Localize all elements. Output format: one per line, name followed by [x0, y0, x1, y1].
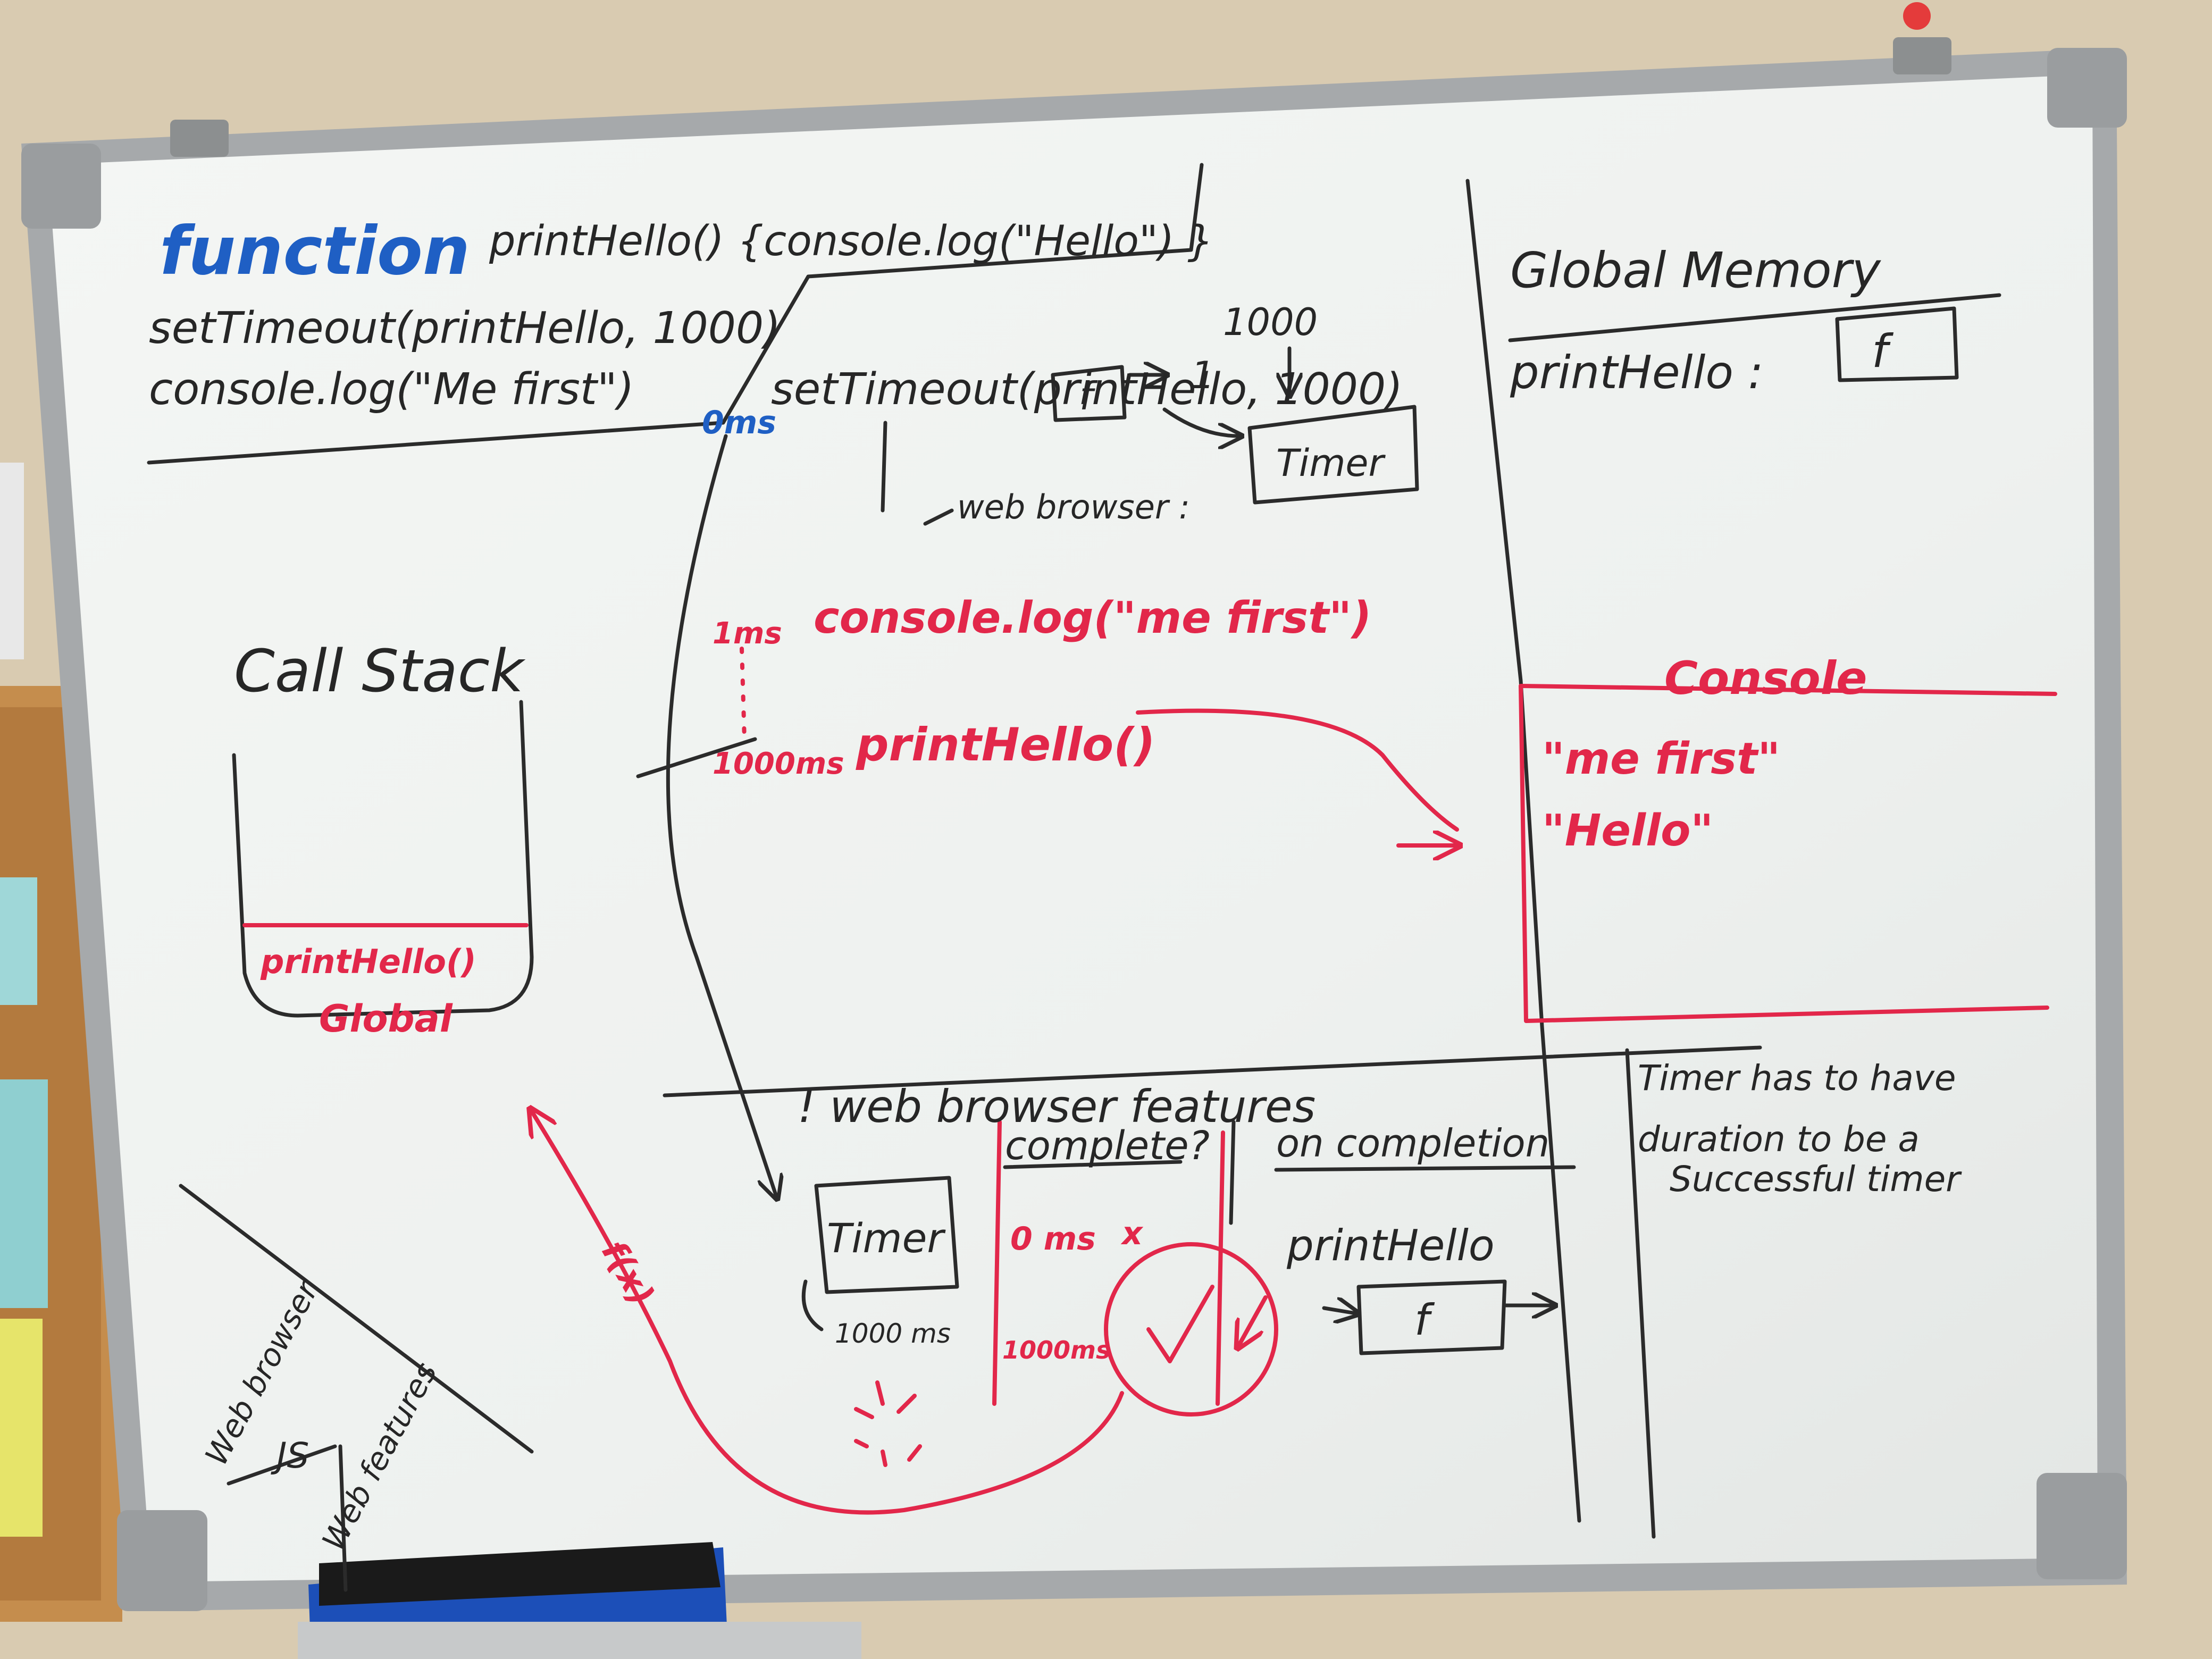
- call-stack-global-frame: Global: [319, 997, 453, 1041]
- features-red-divider: [992, 1120, 1002, 1406]
- features-timer-box: [814, 1176, 959, 1294]
- wall-switch: [0, 463, 24, 659]
- memory-title: Global Memory: [1510, 242, 1881, 299]
- callback-to-callstack-arrow: [532, 1111, 1124, 1515]
- memory-entry-label: printHello :: [1510, 346, 1763, 399]
- code-line-2: setTimeout(printHello, 1000): [149, 303, 781, 354]
- memory-divider-line: [1465, 179, 1581, 1523]
- exec-time-1000ms: 1000ms: [713, 747, 844, 781]
- corner-js-label: JS: [271, 1435, 309, 1476]
- features-timer-ms: 1000 ms: [835, 1318, 951, 1349]
- exec-arg-1: 1: [1191, 354, 1215, 397]
- marker-tray: [298, 1622, 861, 1659]
- sticky-note: [0, 1079, 48, 1308]
- timer-ding-icon: [854, 1380, 922, 1467]
- features-divider-line: [663, 1045, 1762, 1097]
- console-title: Console: [1664, 652, 1867, 705]
- frame-clip: [170, 120, 229, 157]
- call-stack-top-frame: printHello(): [260, 942, 476, 981]
- exec-f-box: [1051, 365, 1127, 422]
- completion-circle: [1104, 1242, 1278, 1417]
- console-box-border: [1519, 684, 2049, 1023]
- exec-timer-box: [1247, 405, 1419, 505]
- exec-settimeout-call: setTimeout(printHello, 1000): [771, 364, 1403, 415]
- exec-time-0ms: 0ms: [702, 404, 776, 441]
- sticky-note: [0, 1319, 43, 1537]
- note-line-2: duration to be a: [1638, 1119, 1920, 1160]
- features-title: ! web browser features: [798, 1080, 1316, 1133]
- board-surface: [48, 74, 2098, 1582]
- console-top-border: [1519, 684, 2057, 696]
- exec-timer-label: Timer: [1276, 441, 1386, 485]
- frame-clip: [1893, 37, 1951, 74]
- features-on-completion-header: on completion: [1276, 1121, 1549, 1166]
- exec-web-browser-label: web browser :: [957, 488, 1190, 526]
- checkmark-icon: [1146, 1285, 1214, 1363]
- red-pin: [1903, 2, 1931, 30]
- console-line-1: "me first": [1542, 734, 1780, 784]
- features-row1-mark: x: [1120, 1215, 1144, 1252]
- code-line-1: printHello() {console.log("Hello") }: [489, 217, 1214, 265]
- features-row1-time: 0 ms: [1010, 1220, 1096, 1258]
- code-keyword: function: [160, 213, 470, 290]
- features-on-completion-fn: printHello: [1286, 1221, 1495, 1270]
- call-stack-container: [232, 700, 534, 1018]
- corner-diagonal: [179, 1184, 534, 1454]
- features-timer-label: Timer: [827, 1214, 946, 1262]
- features-row2-time: 1000ms: [1002, 1336, 1110, 1364]
- memory-underline: [1508, 293, 2001, 342]
- note-line-3: Successful timer: [1670, 1159, 1962, 1200]
- note-divider-line: [1625, 1048, 1656, 1539]
- code-line-3: console.log("Me first"): [149, 364, 634, 415]
- exec-console-log-call: console.log("me first"): [814, 593, 1371, 643]
- console-line-2: "Hello": [1542, 806, 1713, 856]
- features-complete-header: complete?: [1005, 1123, 1210, 1169]
- exec-arg-1000: 1000: [1223, 300, 1318, 344]
- exec-time-1ms: 1ms: [713, 616, 782, 651]
- completion-f-box: [1356, 1279, 1507, 1355]
- exec-print-hello-call: printHello(): [856, 718, 1155, 772]
- call-stack-title: Call Stack: [234, 637, 526, 705]
- settimeout-to-timer-arrow: [666, 434, 776, 1196]
- code-box-border: [147, 163, 1204, 465]
- print-to-console-arrow: [1136, 708, 1459, 832]
- note-line-1: Timer has to have: [1638, 1058, 1956, 1099]
- memory-f-box: [1835, 306, 1959, 382]
- sticky-note: [0, 877, 37, 1005]
